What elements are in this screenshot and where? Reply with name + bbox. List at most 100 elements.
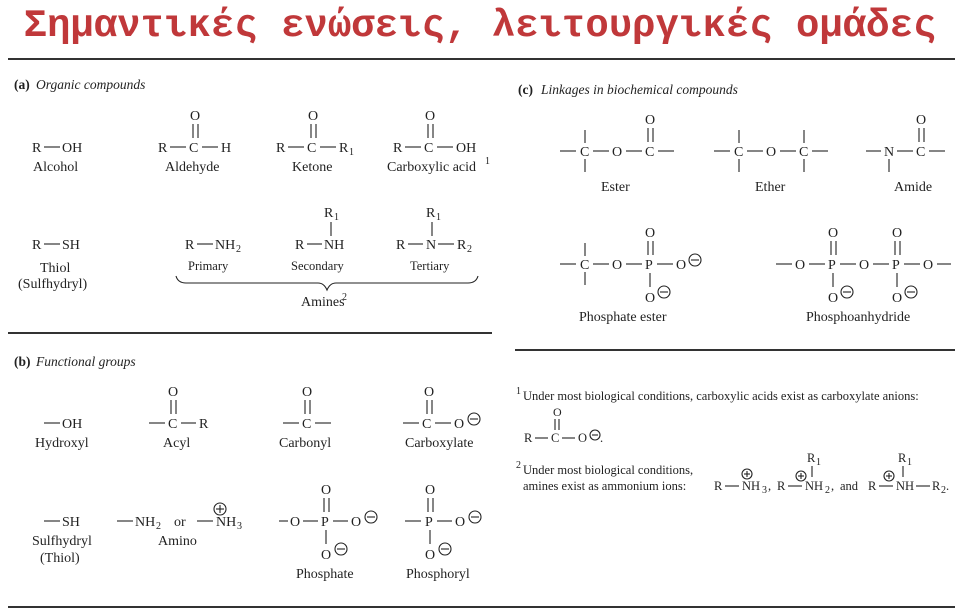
svg-text:.: . [600, 431, 603, 445]
svg-text:3: 3 [237, 521, 242, 532]
svg-text:R: R [158, 141, 168, 156]
svg-text:R: R [295, 238, 305, 253]
panel-a-letter: (a) [14, 77, 30, 92]
svg-text:C: C [302, 417, 311, 432]
svg-text:O: O [612, 145, 622, 160]
svg-text:O: O [828, 226, 838, 241]
svg-text:R: R [777, 479, 786, 493]
footnote-2-line1: Under most biological conditions, [523, 463, 693, 477]
carboxylate-label: Carboxylate [405, 436, 473, 451]
page-title: Σημαντικές ενώσεις, λειτουργικές ομάδες [23, 4, 937, 48]
and-label: and [840, 479, 859, 493]
hydroxyl-structure: OH Hydroxyl [35, 417, 89, 451]
panel-b-letter: (b) [14, 354, 31, 369]
svg-text:O: O [923, 258, 933, 273]
svg-text:C: C [168, 417, 177, 432]
alcohol-structure: R OH Alcohol [32, 141, 82, 175]
svg-text:O: O [424, 385, 434, 400]
svg-text:N: N [426, 238, 436, 253]
svg-text:C: C [307, 141, 316, 156]
svg-text:1: 1 [816, 457, 821, 468]
sulfhydryl-label: (Sulfhydryl) [18, 277, 88, 292]
carbonyl-label: Carbonyl [279, 436, 331, 451]
svg-text:O: O [645, 226, 655, 241]
ester-structure: C O C O Ester [560, 113, 674, 195]
sulfhydryl-structure: SH Sulfhydryl (Thiol) [32, 515, 92, 566]
svg-text:O: O [321, 548, 331, 563]
svg-text:SH: SH [62, 515, 80, 530]
phosphoryl-structure: O P O O Phosphoryl [405, 483, 482, 582]
svg-text:O: O [795, 258, 805, 273]
svg-text:R: R [898, 451, 907, 465]
svg-text:NH: NH [805, 479, 823, 493]
svg-text:O: O [553, 405, 562, 419]
svg-text:H: H [221, 141, 231, 156]
phosphate-structure: O O P O O Phosphate [279, 483, 378, 582]
svg-text:O: O [645, 113, 655, 128]
svg-text:C: C [189, 141, 198, 156]
svg-text:1: 1 [349, 147, 354, 158]
svg-text:,: , [768, 479, 771, 493]
svg-text:OH: OH [456, 141, 476, 156]
svg-text:O: O [308, 109, 318, 124]
primary-label: Primary [188, 259, 229, 273]
svg-text:C: C [580, 258, 589, 273]
svg-text:C: C [916, 145, 925, 160]
svg-text:C: C [734, 145, 743, 160]
svg-text:R: R [339, 141, 349, 156]
phosphoanhydride-structure: O P O P O O O O O Phosphoanhydride [776, 226, 951, 325]
svg-text:P: P [321, 515, 329, 530]
svg-text:R: R [714, 479, 723, 493]
svg-text:.: . [946, 479, 949, 493]
tertiary-label: Tertiary [410, 259, 450, 273]
panel-a: (a) Organic compounds R OH Alcohol O R C… [14, 77, 490, 310]
svg-text:R: R [276, 141, 286, 156]
svg-text:R: R [199, 417, 209, 432]
hydroxyl-label: Hydroxyl [35, 436, 89, 451]
footnote-2-ref: 2 [342, 292, 347, 303]
carbonyl-structure: O C Carbonyl [279, 385, 331, 451]
svg-text:R: R [185, 238, 195, 253]
svg-text:R: R [807, 451, 816, 465]
svg-text:NH: NH [215, 238, 235, 253]
footnotes: 1 Under most biological conditions, carb… [516, 386, 949, 496]
svg-text:O: O [321, 483, 331, 498]
svg-text:NH: NH [896, 479, 914, 493]
svg-text:O: O [766, 145, 776, 160]
panel-a-header: Organic compounds [36, 77, 145, 92]
svg-text:3: 3 [762, 485, 767, 496]
footnote-1-ref: 1 [485, 156, 490, 167]
svg-text:O: O [425, 548, 435, 563]
svg-text:R: R [868, 479, 877, 493]
secondary-label: Secondary [291, 259, 345, 273]
svg-text:2: 2 [467, 244, 472, 255]
svg-text:P: P [645, 258, 653, 273]
aldehyde-structure: O R C H Aldehyde [158, 109, 231, 175]
svg-text:NH: NH [742, 479, 760, 493]
amide-structure: N C O Amide [866, 113, 945, 195]
acyl-label: Acyl [163, 436, 190, 451]
svg-text:O: O [892, 291, 902, 306]
svg-text:P: P [425, 515, 433, 530]
phosphate-label: Phosphate [296, 567, 354, 582]
panel-c: (c) Linkages in biochemical compounds C … [518, 82, 951, 325]
footnote-1-text: Under most biological conditions, carbox… [523, 389, 919, 403]
aldehyde-label: Aldehyde [165, 160, 219, 175]
svg-text:SH: SH [62, 238, 80, 253]
ether-label: Ether [755, 180, 786, 195]
svg-text:O: O [455, 515, 465, 530]
svg-text:P: P [892, 258, 900, 273]
amino-label: Amino [158, 534, 197, 549]
svg-text:OH: OH [62, 141, 82, 156]
svg-text:2: 2 [236, 244, 241, 255]
svg-text:O: O [454, 417, 464, 432]
svg-text:1: 1 [334, 212, 339, 223]
svg-text:1: 1 [436, 212, 441, 223]
amide-label: Amide [894, 180, 932, 195]
sulfhydryl-fg-label: Sulfhydryl [32, 534, 92, 549]
